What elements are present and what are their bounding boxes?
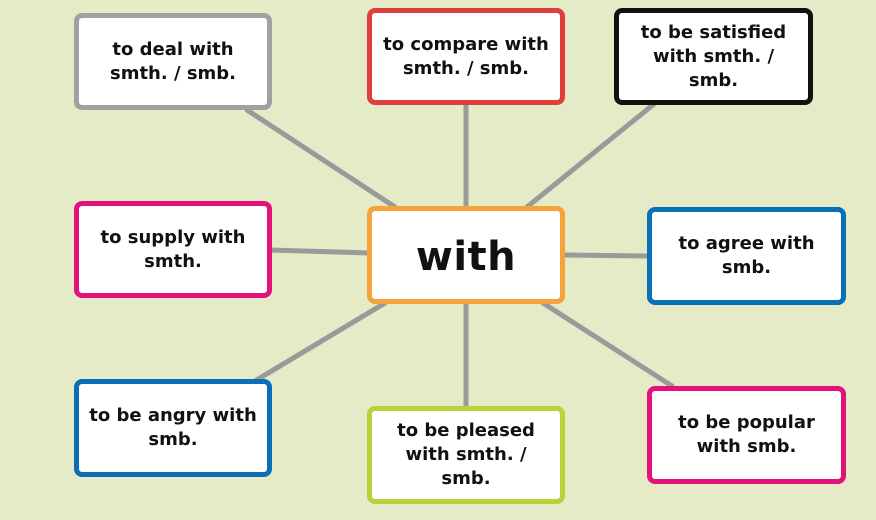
phrase-label: to compare with smth. / smb. [383, 33, 549, 79]
connector-agree [561, 252, 651, 259]
connector-supply [267, 247, 373, 256]
phrase-label: to be pleased with smth. / smb. [397, 420, 535, 489]
phrase-box-popular-with: to be popular with smb. [647, 386, 846, 484]
connector-deal [244, 107, 398, 210]
central-word: with [415, 234, 517, 280]
phrase-label: to be popular with smb. [678, 412, 815, 457]
phrase-box-angry-with: to be angry with smb. [74, 379, 272, 477]
phrase-box-supply-with: to supply with smth. [74, 201, 272, 298]
phrase-label: to be angry with smb. [89, 405, 257, 450]
phrase-box-satisfied-with: to be satisfied with smth. / smb. [614, 8, 813, 105]
phrase-box-compare-with: to compare with smth. / smb. [367, 8, 565, 105]
connector-popular [540, 300, 675, 389]
phrase-box-pleased-with: to be pleased with smth. / smb. [367, 406, 565, 504]
phrase-label: to deal with smth. / smb. [109, 38, 237, 84]
phrase-box-agree-with: to agree with smb. [647, 207, 846, 305]
phrase-label: to be satisfied with smth. / smb. [640, 21, 787, 91]
phrase-box-deal-with: to deal with smth. / smb. [74, 13, 272, 110]
phrase-label: to supply with smth. [100, 226, 246, 272]
central-word-box: with [367, 206, 565, 304]
phrase-label: to agree with smb. [678, 233, 815, 278]
connector-satisfied [524, 101, 657, 210]
connector-angry [252, 300, 388, 384]
